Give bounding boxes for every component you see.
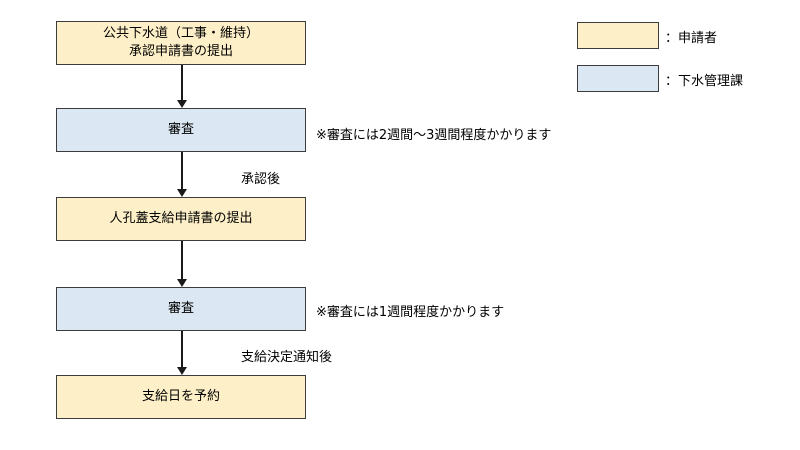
- arrow-2-shaft: [181, 152, 183, 189]
- arrow-3-shaft: [181, 241, 183, 279]
- step-submit-approval-line2: 承認申請書の提出: [128, 44, 233, 59]
- step-reserve-delivery-date-label: 支給日を予約: [141, 389, 220, 404]
- review-1-note: ※審査には2週間〜3週間程度かかります: [316, 128, 552, 143]
- legend-applicant-label: ：申請者: [665, 31, 718, 46]
- after-approval-label: 承認後: [241, 172, 281, 187]
- legend-applicant-swatch: [577, 22, 659, 49]
- arrow-2-head: [177, 189, 187, 197]
- step-review-1-label: 審査: [167, 122, 194, 137]
- step-submit-manhole-cover-label: 人孔蓋支給申請書の提出: [109, 211, 253, 226]
- arrow-3-head: [177, 279, 187, 287]
- arrow-4-shaft: [181, 331, 183, 367]
- legend-sewer-division-label: ：下水管理課: [665, 74, 744, 89]
- arrow-1-shaft: [181, 65, 183, 100]
- step-reserve-delivery-date: 支給日を予約: [56, 375, 306, 419]
- arrow-1-head: [177, 100, 187, 108]
- step-review-2-label: 審査: [167, 301, 194, 316]
- step-review-1: 審査: [56, 108, 306, 152]
- step-submit-approval-line1: 公共下水道（工事・維持）: [102, 26, 259, 41]
- legend-sewer-division-swatch: [577, 65, 659, 92]
- review-2-note: ※審査には1週間程度かかります: [316, 305, 505, 320]
- step-submit-approval-application: 公共下水道（工事・維持） 承認申請書の提出: [56, 21, 306, 65]
- arrow-4-head: [177, 367, 187, 375]
- step-review-2: 審査: [56, 287, 306, 331]
- after-decision-label: 支給決定通知後: [241, 350, 333, 365]
- step-submit-manhole-cover-application: 人孔蓋支給申請書の提出: [56, 197, 306, 241]
